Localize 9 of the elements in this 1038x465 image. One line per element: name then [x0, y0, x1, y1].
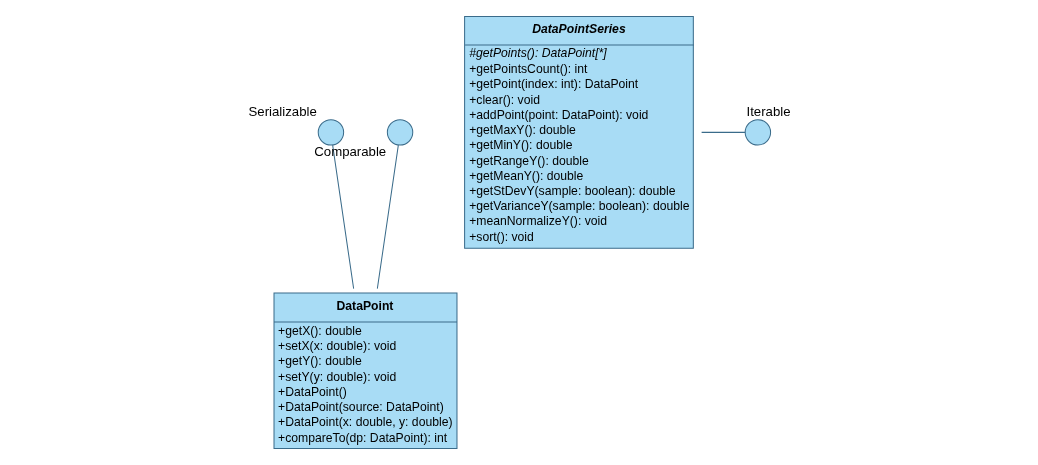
connector — [331, 144, 354, 290]
connector — [376, 144, 399, 290]
connector — [700, 131, 746, 133]
node-label: Iterable — [746, 104, 791, 119]
node-label: Serializable — [248, 104, 317, 119]
node-circle — [386, 119, 413, 146]
node-label: Comparable — [313, 143, 386, 159]
node-circle — [744, 119, 771, 146]
node-circle — [317, 119, 344, 146]
